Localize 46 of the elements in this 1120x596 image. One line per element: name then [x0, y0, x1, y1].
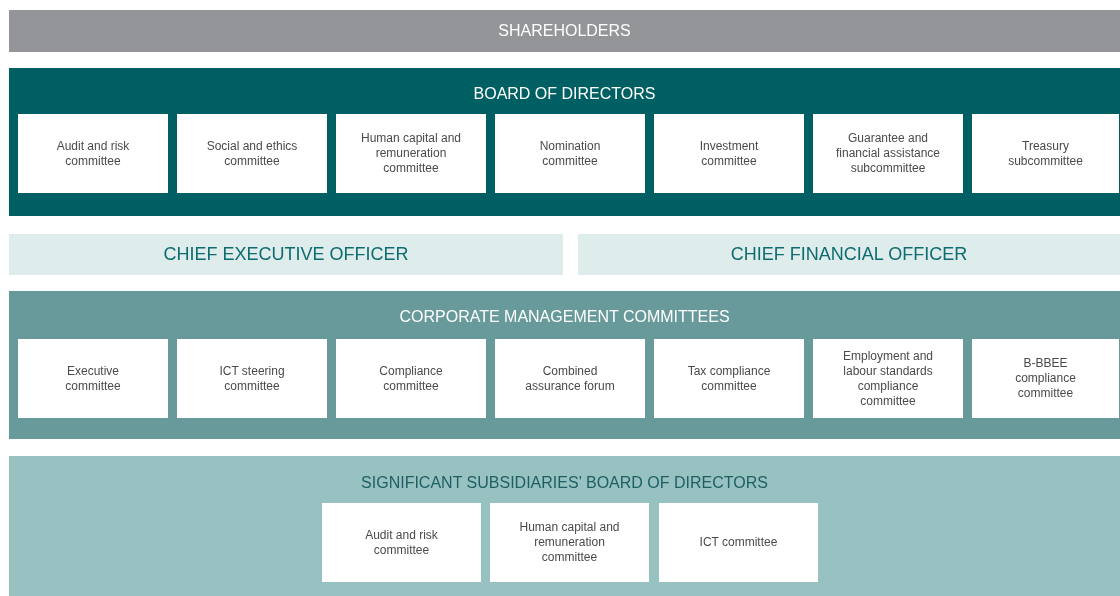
officer-bar — [578, 234, 1120, 275]
section-heading: BOARD OF DIRECTORS — [473, 84, 656, 104]
committee-label: Guarantee and financial assistance subcommittee — [834, 131, 942, 176]
committee-box — [972, 339, 1119, 418]
committee-box — [18, 114, 168, 193]
committee-box — [177, 114, 327, 193]
committee-box — [177, 339, 327, 418]
committee-label: Executive committee — [64, 363, 122, 394]
committee-box — [495, 339, 645, 418]
committee-label: Employment and labour standards compliance committee — [841, 348, 934, 409]
section-heading: SHAREHOLDERS — [498, 21, 631, 41]
committee-label: ICT steering committee — [218, 363, 286, 394]
board-panel — [9, 68, 1120, 216]
committee-label: Human capital and remuneration committee — [359, 131, 463, 176]
committee-label: Treasury subcommittee — [1007, 138, 1084, 169]
subsidiary-panel — [9, 456, 1120, 596]
committee-box — [813, 339, 963, 418]
committee-box — [490, 503, 649, 582]
section-heading: SIGNIFICANT SUBSIDIARIES’ BOARD OF DIRECTORS — [361, 473, 768, 493]
committee-label: Tax compliance committee — [686, 363, 772, 394]
section-heading: CHIEF EXECUTIVE OFFICER — [163, 243, 409, 266]
header-bar — [9, 10, 1120, 52]
section-heading: CHIEF FINANCIAL OFFICER — [730, 243, 968, 266]
committee-label: Nomination committee — [538, 138, 602, 169]
committee-box — [659, 503, 818, 582]
section-heading: CORPORATE MANAGEMENT COMMITTEES — [399, 307, 730, 327]
committee-box — [495, 114, 645, 193]
committee-label: Audit and risk committee — [364, 527, 439, 558]
committee-box — [654, 339, 804, 418]
committee-box — [336, 339, 486, 418]
committee-box — [654, 114, 804, 193]
committee-box — [322, 503, 481, 582]
committee-label: B-BBEE compliance committee — [1014, 356, 1077, 401]
committee-label: ICT committee — [699, 535, 778, 550]
committee-box — [18, 339, 168, 418]
committee-panel — [9, 291, 1120, 439]
committee-box — [813, 114, 963, 193]
officer-bar — [9, 234, 563, 275]
committee-box — [336, 114, 486, 193]
committee-label: Audit and risk committee — [55, 138, 131, 169]
committee-box — [972, 114, 1119, 193]
committee-label: Compliance committee — [378, 363, 444, 394]
committee-label: Social and ethics committee — [205, 138, 299, 169]
committee-label: Human capital and remuneration committee — [518, 520, 621, 565]
committee-label: Investment committee — [698, 138, 760, 169]
committee-label: Combined assurance forum — [524, 363, 616, 394]
